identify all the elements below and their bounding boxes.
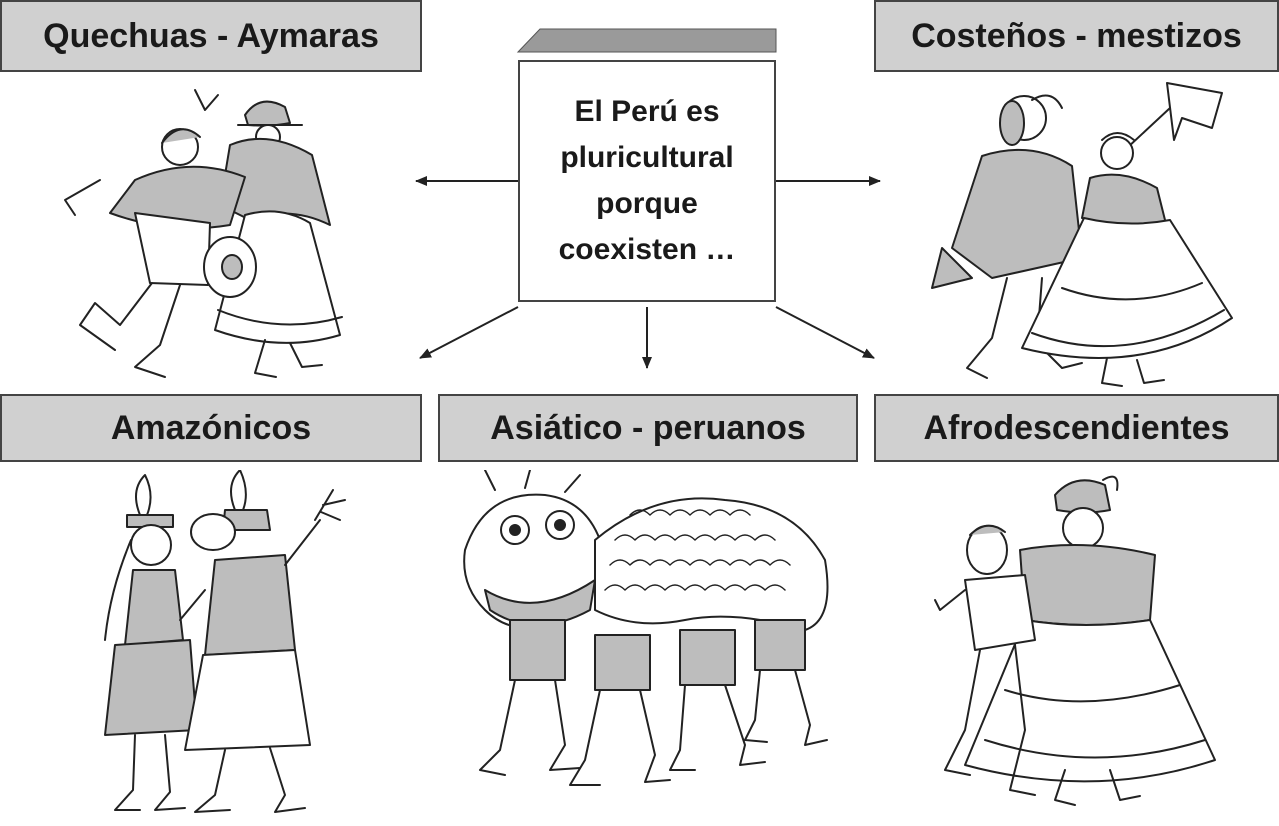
arrow-to-afro xyxy=(775,306,875,359)
costeno-dancers-illustration xyxy=(931,82,1233,387)
quechua-dancers-illustration xyxy=(64,89,343,378)
center-line-4: coexisten … xyxy=(558,233,736,266)
arrow-to-amazonicos xyxy=(419,306,519,359)
center-line-2: pluricultural xyxy=(560,141,734,174)
label-costenos-mestizos: Costeños - mestizos xyxy=(874,0,1279,72)
label-quechuas-aymaras: Quechuas - Aymaras xyxy=(0,0,422,72)
center-box-roof xyxy=(516,28,777,53)
label-asiatico-peruanos: Asiático - peruanos xyxy=(438,394,858,462)
label-afrodescendientes: Afrodescendientes xyxy=(874,394,1279,462)
center-text: El Perú es pluricultural porque coexiste… xyxy=(559,89,736,273)
dragon-dance-illustration xyxy=(463,470,829,786)
center-line-1: El Perú es xyxy=(574,95,720,128)
amazonian-dancers-illustration xyxy=(104,470,346,813)
label-amazonicos: Amazónicos xyxy=(0,394,422,462)
center-line-3: porque xyxy=(596,187,698,220)
center-box: El Perú es pluricultural porque coexiste… xyxy=(518,60,776,302)
afro-dancers-illustration xyxy=(934,475,1216,806)
